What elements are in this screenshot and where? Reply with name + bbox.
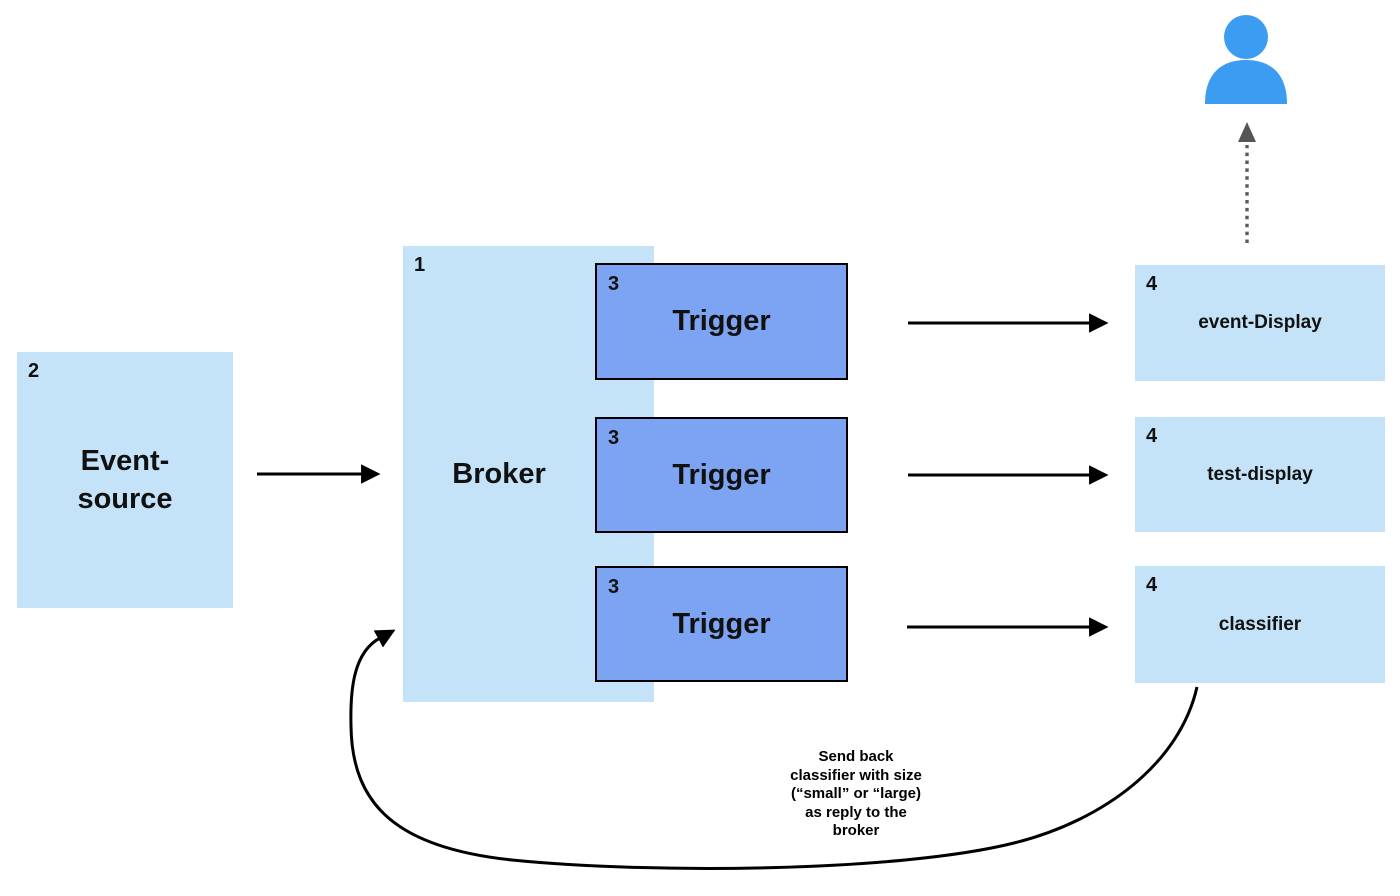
node-number-badge: 1 [414,254,426,276]
node-label-event-source: Event- source [77,444,173,515]
node-label-classifier: classifier [1218,613,1302,635]
node-number-badge: 3 [608,427,620,449]
node-label-broker: Broker [452,457,546,490]
node-number-badge: 3 [608,273,620,295]
node-trigger-3: 3 Trigger [595,566,848,682]
node-classifier: 4 classifier [1135,566,1385,683]
node-trigger-2: 3 Trigger [595,417,848,533]
node-label-test-display: test-display [1207,463,1313,485]
node-number-badge: 4 [1146,425,1158,447]
node-number-badge: 4 [1146,574,1158,596]
node-event-display: 4 event-Display [1135,265,1385,381]
node-trigger-1: 3 Trigger [595,263,848,380]
node-label-event-display: event-Display [1198,312,1322,333]
node-test-display: 4 test-display [1135,417,1385,532]
node-label-trigger-1: Trigger [672,305,771,338]
broker-label-wrap: Broker [403,246,595,702]
user-icon [1205,15,1287,104]
node-label-trigger-3: Trigger [672,607,771,640]
reply-annotation: Send back classifier with size (“small” … [790,748,922,839]
node-number-badge: 2 [28,360,40,382]
node-event-source: 2 Event- source [17,352,233,608]
arrow-event-display-to-user [1238,122,1256,243]
node-label-trigger-2: Trigger [672,458,771,491]
node-number-badge: 4 [1146,273,1158,295]
node-number-badge: 3 [608,576,620,598]
